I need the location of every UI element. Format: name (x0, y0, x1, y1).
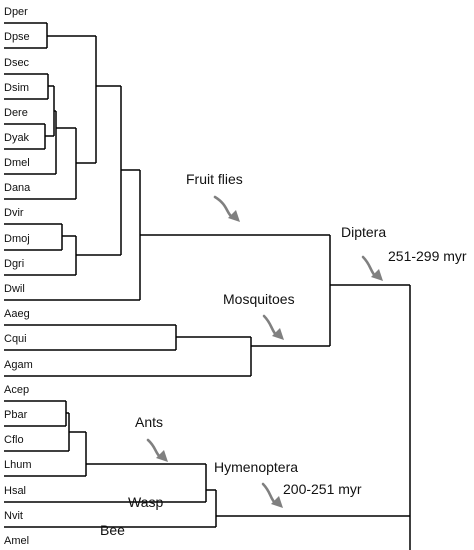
taxon-label-cflo: Cflo (4, 434, 24, 446)
branch-dgri (4, 236, 121, 276)
taxon-label-dere: Dere (4, 107, 28, 119)
branch-nvit (4, 490, 410, 528)
hymenoptera-arrow (261, 482, 283, 508)
bee-label: Bee (100, 522, 125, 538)
taxon-label-dana: Dana (4, 182, 31, 194)
taxon-label-acep: Acep (4, 384, 29, 396)
branch-dmel (4, 111, 76, 175)
branch-dwil (4, 170, 330, 301)
taxon-label-dsec: Dsec (4, 57, 30, 69)
fruit-flies-arrow (213, 195, 240, 222)
fruit-flies-label: Fruit flies (186, 171, 243, 187)
mosquitoes-label: Mosquitoes (223, 291, 295, 307)
taxon-label-dper: Dper (4, 6, 28, 18)
taxon-label-dmel: Dmel (4, 157, 30, 169)
ants-label: Ants (135, 414, 163, 430)
branch-dsec-dsim (4, 73, 54, 100)
taxon-label-dgri: Dgri (4, 258, 24, 270)
taxon-label-dwil: Dwil (4, 283, 25, 295)
mosquitoes-arrow (262, 314, 284, 340)
branch-drosophila-clade (120, 86, 140, 255)
branch-dper-dpse (4, 22, 96, 49)
branch-lhum (4, 432, 206, 477)
taxon-label-cqui: Cqui (4, 333, 27, 345)
taxon-label-amel: Amel (4, 535, 29, 547)
taxon-label-dyak: Dyak (4, 132, 30, 144)
diptera-label: Diptera (341, 224, 386, 240)
diptera-age-label: 251-299 myr (388, 248, 467, 264)
branch-aaeg-cqui (4, 324, 251, 351)
diptera-arrow (361, 255, 383, 281)
taxon-label-pbar: Pbar (4, 409, 28, 421)
branch-cflo (4, 413, 86, 452)
taxon-label-aaeg: Aaeg (4, 308, 30, 320)
taxon-label-dvir: Dvir (4, 207, 24, 219)
taxon-label-dsim: Dsim (4, 82, 29, 94)
branch-acep-pbar (4, 400, 69, 427)
wasp-label: Wasp (128, 494, 163, 510)
taxon-label-hsal: Hsal (4, 485, 26, 497)
branch-hsal (4, 464, 216, 503)
branch-agam (4, 337, 330, 377)
branch-dere-dyak (4, 123, 54, 150)
tree-branches (4, 22, 411, 550)
taxon-label-dmoj: Dmoj (4, 233, 30, 245)
branch-sophophora-core (95, 36, 121, 163)
taxon-label-nvit: Nvit (4, 510, 23, 522)
branch-dana (4, 128, 96, 200)
hymenoptera-label: Hymenoptera (214, 459, 298, 475)
branch-dvir-dmoj (4, 223, 76, 251)
annotation-labels: Fruit flies Diptera 251-299 myr Mosquito… (100, 171, 467, 538)
taxon-label-lhum: Lhum (4, 459, 32, 471)
taxon-labels: Dper Dpse Dsec Dsim Dere Dyak Dmel Dana … (4, 6, 33, 547)
annotation-arrows (146, 195, 383, 508)
ants-arrow (146, 438, 168, 462)
hymenoptera-age-label: 200-251 myr (283, 481, 362, 497)
taxon-label-agam: Agam (4, 359, 33, 371)
branch-diptera (329, 235, 410, 346)
taxon-label-dpse: Dpse (4, 31, 30, 43)
